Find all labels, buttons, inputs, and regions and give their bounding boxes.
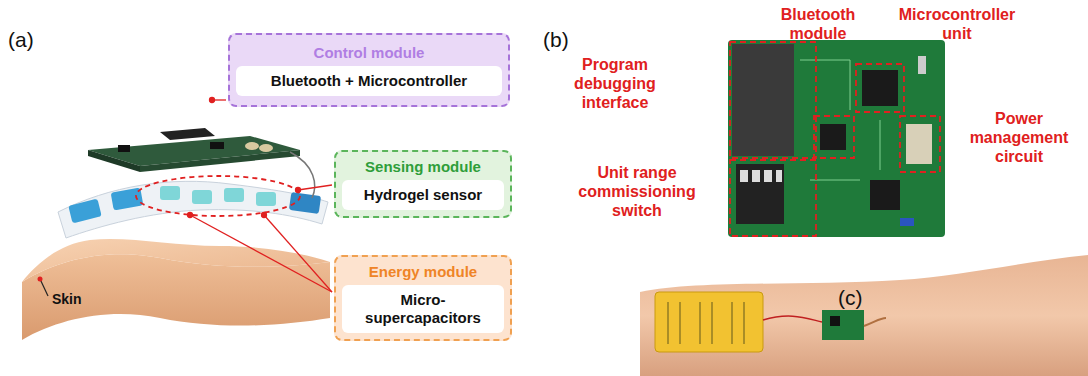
module-title: Control module (236, 44, 502, 62)
skin-leader (38, 277, 49, 297)
part-label: Microcontroller unit (872, 6, 1042, 44)
module-body: Micro-supercapacitors (342, 285, 504, 333)
module-box: Energy moduleMicro-supercapacitors (334, 255, 512, 341)
skin-block (22, 239, 330, 340)
part-label: Skin (52, 291, 102, 308)
module-title: Energy module (342, 263, 504, 281)
arm-photo (640, 255, 1088, 376)
module-body: Hydrogel sensor (342, 180, 504, 210)
module-title: Sensing module (342, 158, 504, 176)
panel-letter: (a) (8, 28, 48, 53)
part-label: Program debugging interface (552, 56, 678, 113)
module-body: Bluetooth + Microcontroller (236, 66, 502, 96)
part-label: Bluetooth module (766, 6, 870, 44)
hydrogel-patch (58, 176, 328, 238)
panel-letter: (b) (543, 28, 583, 53)
part-label: Power management circuit (952, 110, 1086, 167)
module-box: Sensing moduleHydrogel sensor (334, 150, 512, 218)
pcb-photo (728, 40, 945, 237)
panel-letter: (c) (838, 286, 878, 311)
part-label: Unit range commissioning switch (548, 164, 726, 221)
leader-lines (188, 98, 333, 293)
module-box: Control moduleBluetooth + Microcontrolle… (228, 33, 510, 107)
pcb-board (88, 128, 315, 198)
